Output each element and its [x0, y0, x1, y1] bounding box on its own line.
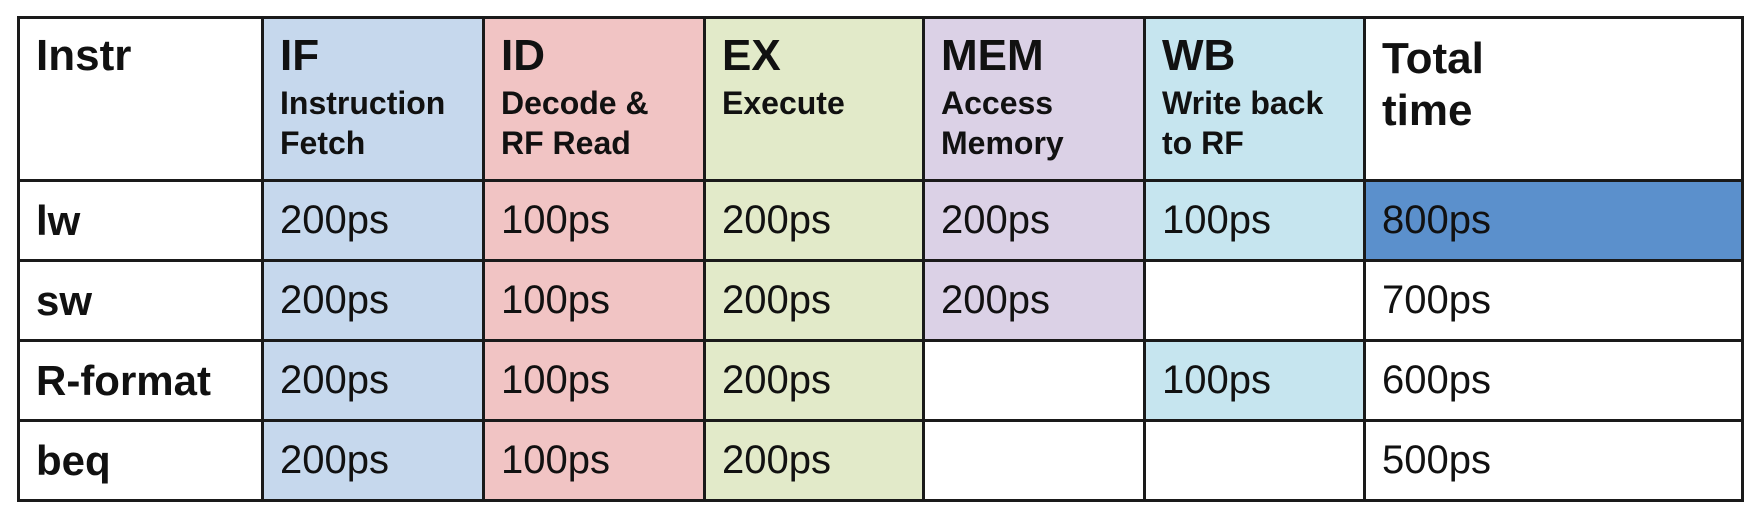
header-total-cell: Total time: [1363, 16, 1744, 182]
id-time-cell: 100ps: [482, 339, 706, 422]
header-if-desc: Instruction Fetch: [280, 85, 446, 161]
wb-time-cell: 100ps: [1143, 339, 1366, 422]
instr-cell: lw: [17, 179, 264, 262]
header-wb-cell: WB Write back to RF: [1143, 16, 1366, 182]
instr-cell: R-format: [17, 339, 264, 422]
if-time-cell: 200ps: [261, 259, 485, 342]
header-instr-label: Instr: [36, 31, 132, 80]
ex-time-cell: 200ps: [703, 419, 925, 502]
pipeline-stage-table: Instr IF Instruction Fetch ID Decode & R…: [17, 16, 1744, 502]
header-wb-desc: Write back to RF: [1162, 85, 1324, 161]
header-wb-abbr: WB: [1162, 31, 1236, 80]
header-id-cell: ID Decode & RF Read: [482, 16, 706, 182]
if-time-cell: 200ps: [261, 419, 485, 502]
id-time-cell: 100ps: [482, 179, 706, 262]
header-ex-cell: EX Execute: [703, 16, 925, 182]
table-row-lw: lw 200ps 100ps 200ps 200ps 100ps 800ps: [17, 179, 1744, 262]
id-time-cell: 100ps: [482, 419, 706, 502]
if-time-cell: 200ps: [261, 179, 485, 262]
total-time-cell: 600ps: [1363, 339, 1744, 422]
header-mem-abbr: MEM: [941, 31, 1044, 80]
mem-time-cell: [922, 419, 1146, 502]
total-time-cell: 500ps: [1363, 419, 1744, 502]
instr-cell: sw: [17, 259, 264, 342]
wb-time-cell: 100ps: [1143, 179, 1366, 262]
header-mem-cell: MEM Access Memory: [922, 16, 1146, 182]
table-row-r-format: R-format 200ps 100ps 200ps 100ps 600ps: [17, 339, 1744, 422]
id-time-cell: 100ps: [482, 259, 706, 342]
instr-cell: beq: [17, 419, 264, 502]
header-ex-desc: Execute: [722, 85, 845, 121]
header-id-desc: Decode & RF Read: [501, 85, 649, 161]
if-time-cell: 200ps: [261, 339, 485, 422]
wb-time-cell: [1143, 259, 1366, 342]
wb-time-cell: [1143, 419, 1366, 502]
ex-time-cell: 200ps: [703, 259, 925, 342]
mem-time-cell: 200ps: [922, 179, 1146, 262]
header-instr-cell: Instr: [17, 16, 264, 182]
mem-time-cell: [922, 339, 1146, 422]
ex-time-cell: 200ps: [703, 339, 925, 422]
header-if-cell: IF Instruction Fetch: [261, 16, 485, 182]
header-total-label: Total time: [1382, 34, 1484, 135]
total-time-cell: 700ps: [1363, 259, 1744, 342]
table-row-beq: beq 200ps 100ps 200ps 500ps: [17, 419, 1744, 502]
total-time-cell: 800ps: [1363, 179, 1744, 262]
header-id-abbr: ID: [501, 31, 545, 80]
header-ex-abbr: EX: [722, 31, 781, 80]
table-row-sw: sw 200ps 100ps 200ps 200ps 700ps: [17, 259, 1744, 342]
ex-time-cell: 200ps: [703, 179, 925, 262]
header-row: Instr IF Instruction Fetch ID Decode & R…: [17, 16, 1744, 182]
header-if-abbr: IF: [280, 31, 320, 80]
header-mem-desc: Access Memory: [941, 85, 1064, 161]
mem-time-cell: 200ps: [922, 259, 1146, 342]
